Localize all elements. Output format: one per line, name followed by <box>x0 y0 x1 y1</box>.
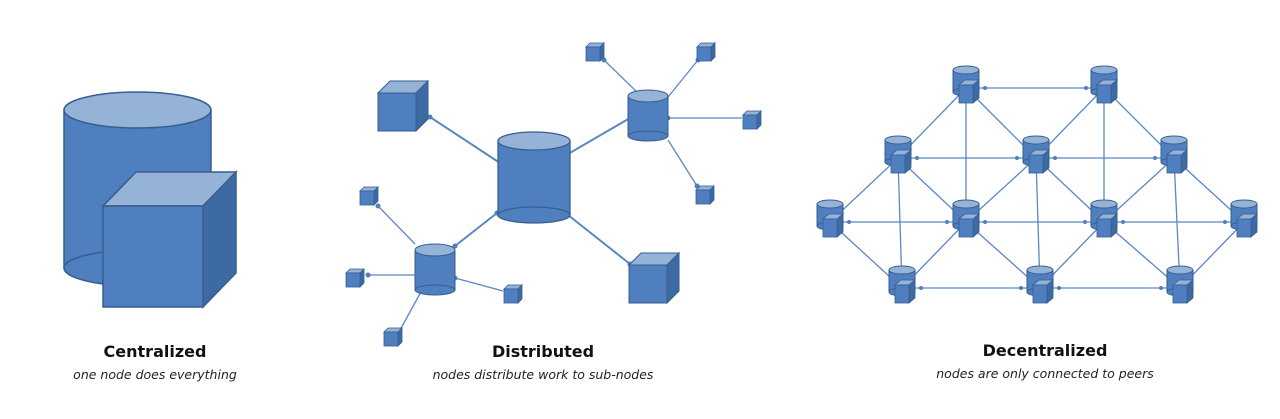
decentralized-panel <box>816 65 1258 304</box>
panel-title: Distributed <box>491 342 595 361</box>
panel-subtitle: nodes are only connected to peers <box>936 366 1154 381</box>
panel-subtitle: nodes distribute work to sub-nodes <box>432 367 654 382</box>
peer-node-icon <box>888 265 916 304</box>
small-client-cube-icon <box>742 110 762 130</box>
distributed-caption: Distributed nodes distribute work to sub… <box>393 342 693 382</box>
peer-link-dots <box>847 86 1227 290</box>
small-client-cube-icon <box>383 327 403 347</box>
centralized-caption: Centralized one node does everything <box>5 342 305 382</box>
small-client-cube-icon <box>585 42 605 62</box>
central-client-cube-icon <box>101 170 238 309</box>
small-client-cube-icon <box>503 284 523 304</box>
peer-links <box>829 87 1245 289</box>
small-client-cube-icon <box>695 185 715 205</box>
client-cube-icon <box>627 251 681 305</box>
panel-title: Decentralized <box>982 341 1108 360</box>
peer-node-icon <box>1026 265 1054 304</box>
centralized-panel <box>63 91 238 309</box>
distributed-links <box>368 59 742 331</box>
hub-server-cylinder-icon <box>497 131 571 224</box>
panel-title: Centralized <box>103 342 207 361</box>
client-cube-icon <box>376 79 430 133</box>
subhub-top-cylinder-icon <box>627 89 669 142</box>
distributed-panel <box>345 42 762 347</box>
peer-node-icon <box>816 199 844 238</box>
subhub-bottom-cylinder-icon <box>414 243 456 296</box>
decentralized-caption: Decentralized nodes are only connected t… <box>895 341 1195 381</box>
peer-node-icon <box>1022 135 1050 174</box>
small-client-cube-icon <box>345 268 365 288</box>
peer-node-icon <box>1166 265 1194 304</box>
panel-subtitle: one node does everything <box>73 367 237 382</box>
peer-node-icon <box>1160 135 1188 174</box>
small-client-cube-icon <box>359 186 379 206</box>
small-client-cube-icon <box>696 42 716 62</box>
